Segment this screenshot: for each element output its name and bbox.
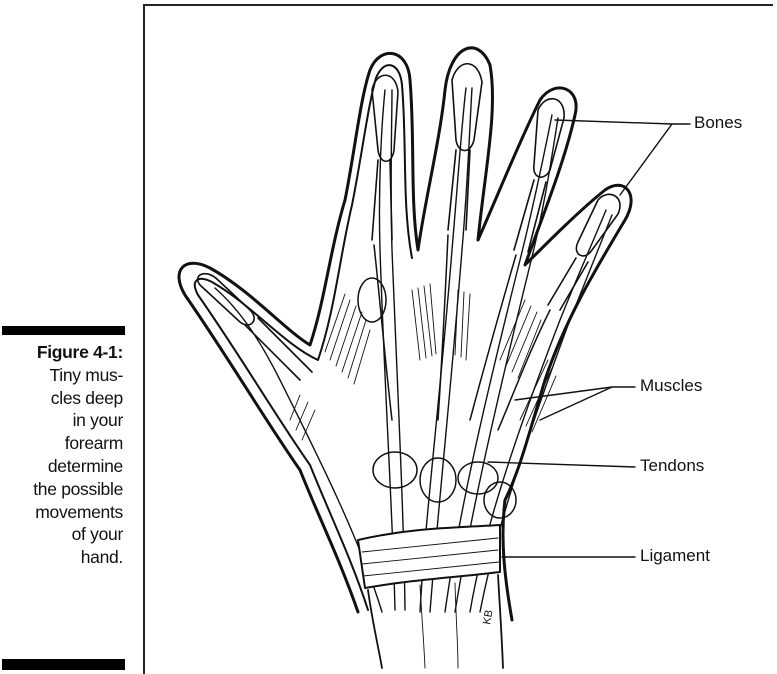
- caption-line: forearm: [0, 432, 123, 455]
- caption-line: movements: [0, 501, 123, 524]
- callout-leaders: [488, 120, 690, 557]
- caption-line: determine: [0, 455, 123, 478]
- caption-line: in your: [0, 409, 123, 432]
- caption-rule-bottom: [2, 659, 125, 670]
- artist-signature: KB: [481, 609, 495, 626]
- muscles: [290, 284, 556, 440]
- figure-label: Figure 4-1:: [0, 341, 123, 364]
- palm-bones: [358, 235, 550, 518]
- callout-tendons: Tendons: [640, 456, 704, 476]
- caption-line: hand.: [0, 546, 123, 569]
- hand-anatomy-illustration: KB: [143, 4, 773, 670]
- callout-bones: Bones: [694, 113, 742, 133]
- caption-line: Tiny mus-: [0, 364, 123, 387]
- figure-caption: Figure 4-1: Tiny mus- cles deep in your …: [0, 341, 123, 569]
- callout-ligament: Ligament: [640, 546, 710, 566]
- ligament-band: [358, 525, 500, 588]
- caption-line: of your: [0, 523, 123, 546]
- callout-muscles: Muscles: [640, 376, 702, 396]
- caption-line: cles deep: [0, 387, 123, 410]
- caption-line: the possible: [0, 478, 123, 501]
- finger-bones: [198, 64, 620, 380]
- caption-rule-top: [2, 326, 125, 335]
